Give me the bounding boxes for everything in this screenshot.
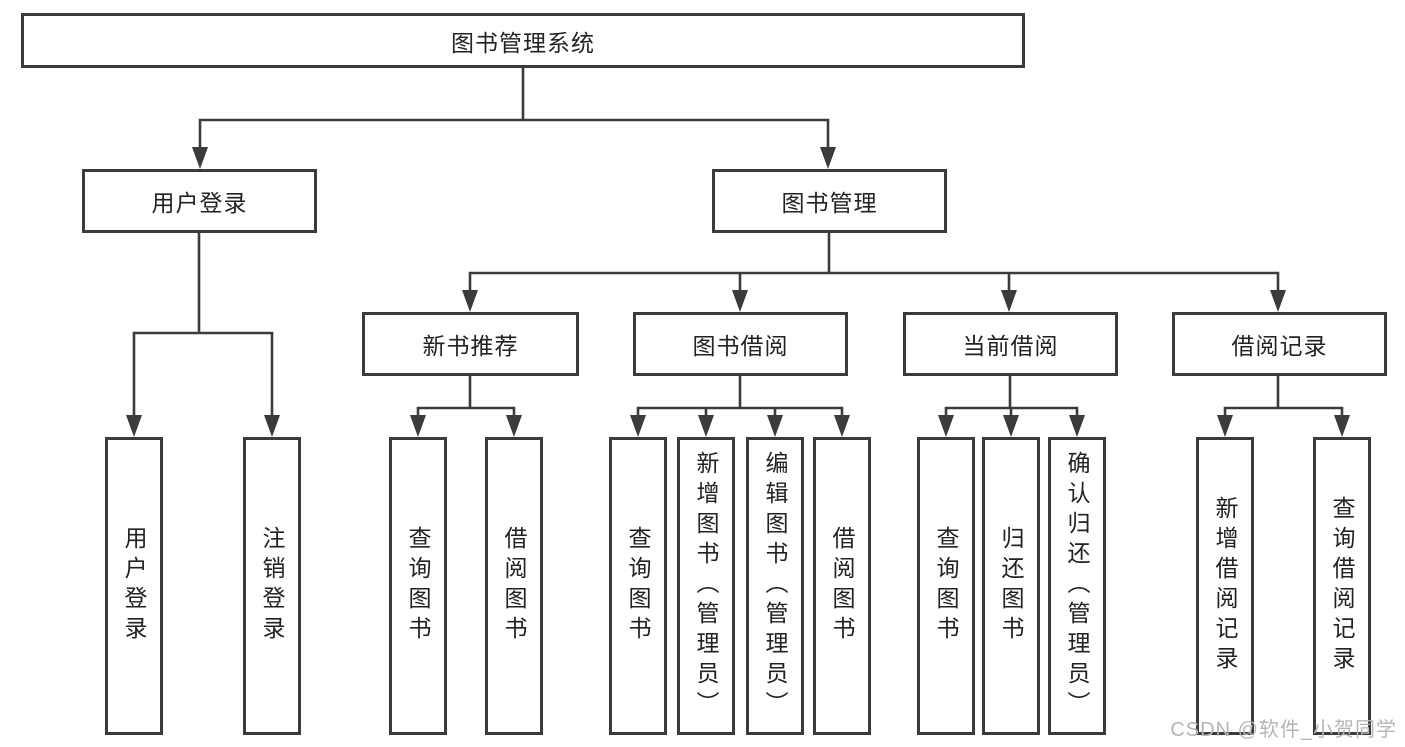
tree-edge-lines bbox=[132, 66, 1344, 420]
leaf-user-login: 用户登录 bbox=[105, 437, 163, 735]
leaf-query-borrow-record: 查询借阅记录 bbox=[1313, 437, 1371, 735]
leaf-current-query-books: 查询图书 bbox=[917, 437, 975, 735]
node-current-borrowing: 当前借阅 bbox=[903, 312, 1118, 376]
leaf-recommend-query-books: 查询图书 bbox=[389, 437, 447, 735]
node-user-login: 用户登录 bbox=[82, 169, 317, 233]
node-book-management: 图书管理 bbox=[712, 169, 947, 233]
node-root-library-system: 图书管理系统 bbox=[21, 13, 1025, 68]
leaf-confirm-return-admin: 确认归还（管理员） bbox=[1048, 437, 1106, 735]
watermark: CSDN @软件_小贺同学 bbox=[1170, 719, 1397, 741]
leaf-borrowing-borrow-books: 借阅图书 bbox=[813, 437, 871, 735]
leaf-add-book-admin: 新增图书（管理员） bbox=[677, 437, 735, 735]
arrowhead-icons bbox=[126, 147, 1350, 437]
leaf-borrowing-query-books: 查询图书 bbox=[609, 437, 667, 735]
leaf-add-borrow-record: 新增借阅记录 bbox=[1196, 437, 1254, 735]
node-borrowing-records: 借阅记录 bbox=[1172, 312, 1387, 376]
leaf-recommend-borrow-books: 借阅图书 bbox=[485, 437, 543, 735]
node-new-book-recommend: 新书推荐 bbox=[362, 312, 579, 376]
leaf-edit-book-admin: 编辑图书（管理员） bbox=[746, 437, 804, 735]
leaf-logout: 注销登录 bbox=[243, 437, 301, 735]
leaf-return-books: 归还图书 bbox=[982, 437, 1040, 735]
node-book-borrowing: 图书借阅 bbox=[633, 312, 848, 376]
